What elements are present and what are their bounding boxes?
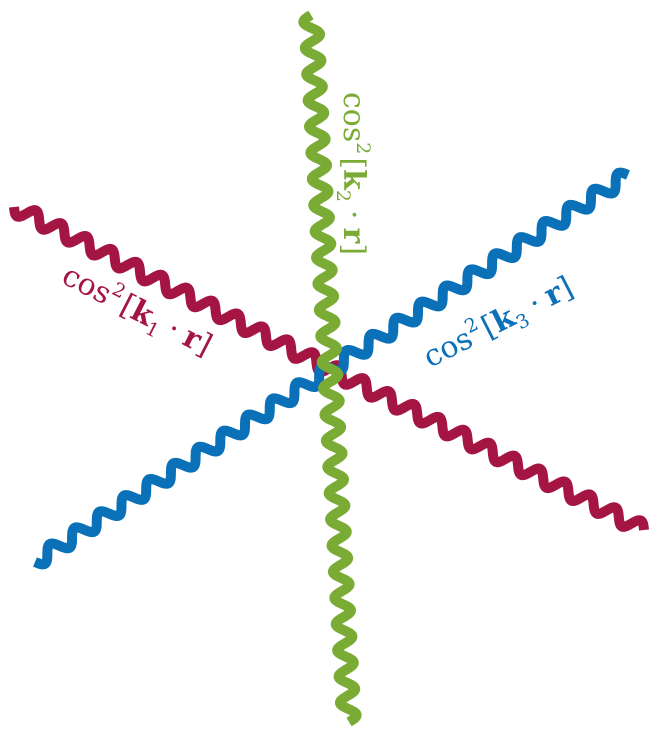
label-k2-dot: ·: [336, 210, 371, 220]
label-k1-func: cos: [56, 258, 117, 312]
label-k2-vec: k: [336, 169, 371, 191]
label-k2-close: ]: [336, 243, 371, 255]
label-k2-func: cos: [336, 92, 371, 142]
label-k2-power: 2: [352, 142, 374, 154]
label-k2-r: r: [336, 228, 371, 245]
label-k2-open: [: [336, 157, 371, 169]
label-k2-sub: 2: [332, 190, 354, 202]
svg-text:cos2[k2·r]: cos2[k2·r]: [332, 92, 374, 255]
wave-k2-line: [298, 10, 362, 727]
wave-k2-label: cos2[k2·r]: [332, 92, 374, 255]
